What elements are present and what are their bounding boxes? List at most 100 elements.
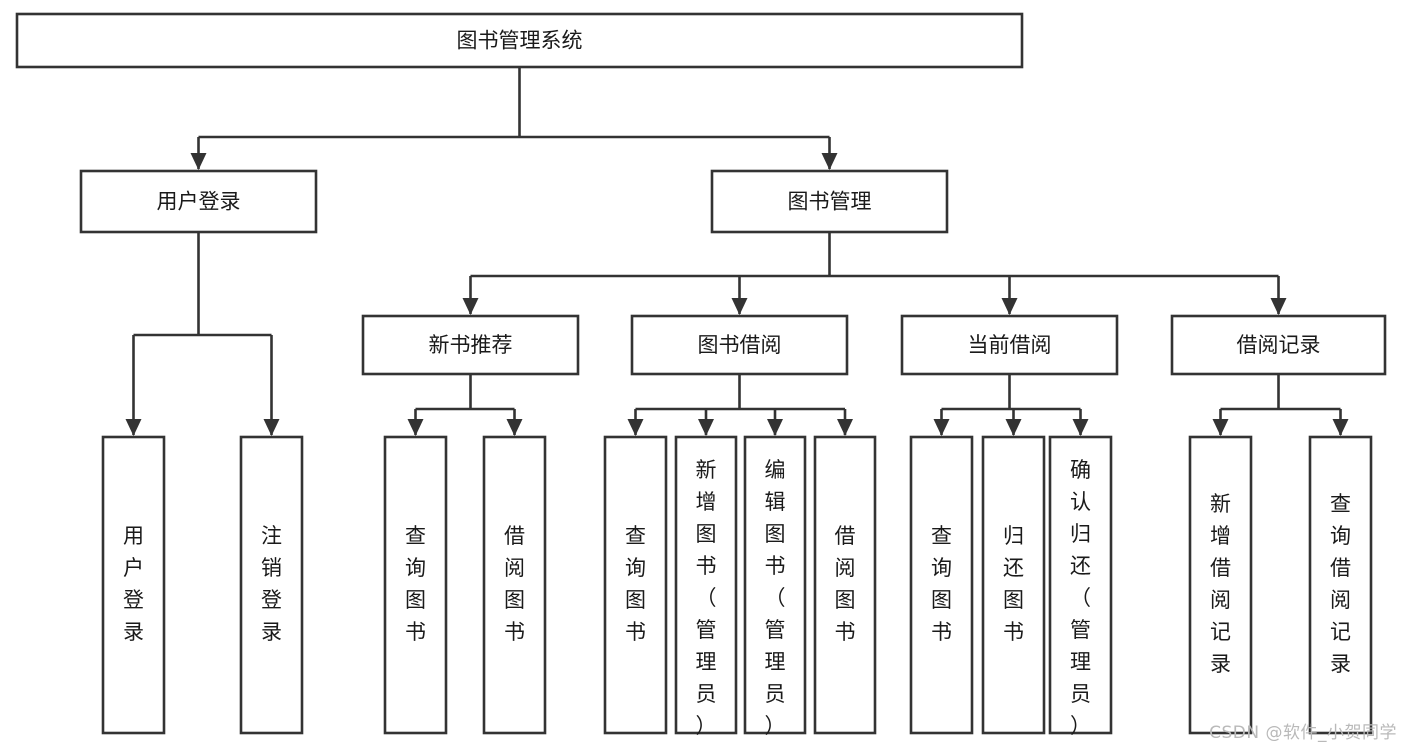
node-label-char: 录 bbox=[261, 620, 282, 644]
node-label-char: 归 bbox=[1003, 524, 1024, 548]
node-图书管理[interactable]: 图书管理 bbox=[710, 169, 949, 234]
node-图书借阅[interactable]: 图书借阅 bbox=[630, 314, 849, 376]
node-box[interactable] bbox=[710, 169, 949, 234]
node-用户登录[interactable]: 用户登录 bbox=[79, 169, 318, 234]
node-label-char: 图 bbox=[835, 588, 856, 612]
node-label-char: 查 bbox=[1330, 492, 1351, 516]
node-box[interactable] bbox=[674, 435, 738, 735]
arrow-head-icon bbox=[1072, 419, 1089, 436]
node-label-char: 记 bbox=[1330, 620, 1351, 644]
node-label-char: 书 bbox=[931, 620, 952, 644]
node-label-char: 还 bbox=[1070, 554, 1091, 578]
node-box[interactable] bbox=[909, 435, 974, 735]
node-label-char: 询 bbox=[405, 556, 426, 580]
node-label-char: 管 bbox=[765, 618, 786, 642]
node-label-char: 员 bbox=[765, 682, 786, 706]
node-label-char: 图 bbox=[504, 588, 525, 612]
node-label-char: （ bbox=[1070, 586, 1091, 610]
node-box[interactable] bbox=[1188, 435, 1253, 735]
node-借阅记录[interactable]: 借阅记录 bbox=[1170, 314, 1387, 376]
node-box[interactable] bbox=[1170, 314, 1387, 376]
node-图书管理系统[interactable]: 图书管理系统 bbox=[15, 12, 1024, 69]
node-box[interactable] bbox=[79, 169, 318, 234]
node-label-char: 书 bbox=[405, 620, 426, 644]
node-box[interactable] bbox=[239, 435, 304, 735]
node-label-char: 查 bbox=[625, 524, 646, 548]
arrow-head-icon bbox=[1270, 298, 1287, 315]
node-box[interactable] bbox=[813, 435, 877, 735]
node-label-char: 借 bbox=[1210, 556, 1231, 580]
node-label-char: ） bbox=[1070, 714, 1091, 738]
node-label-char: 阅 bbox=[504, 556, 525, 580]
node-label-char: 归 bbox=[1070, 522, 1091, 546]
node-label-char: 辑 bbox=[765, 490, 786, 514]
node-当前借阅[interactable]: 当前借阅 bbox=[900, 314, 1119, 376]
arrow-head-icon bbox=[462, 298, 479, 315]
arrow-head-icon bbox=[1001, 298, 1018, 315]
node-label-char: 理 bbox=[765, 650, 786, 674]
node-label-char: 户 bbox=[123, 556, 144, 580]
node-label-char: 书 bbox=[1003, 620, 1024, 644]
arrow-head-icon bbox=[1332, 419, 1349, 436]
node-用户登录[interactable]: 用户登录 bbox=[101, 435, 166, 735]
node-box[interactable] bbox=[361, 314, 580, 376]
node-label-char: 用 bbox=[123, 524, 144, 548]
node-label-char: 录 bbox=[1210, 652, 1231, 676]
node-label-char: （ bbox=[696, 586, 717, 610]
node-box[interactable] bbox=[900, 314, 1119, 376]
node-label: 图书借阅 bbox=[698, 333, 782, 357]
node-box[interactable] bbox=[101, 435, 166, 735]
node-label: 当前借阅 bbox=[968, 333, 1052, 357]
node-box[interactable] bbox=[15, 12, 1024, 69]
node-box[interactable] bbox=[1308, 435, 1373, 735]
node-label-char: 认 bbox=[1070, 490, 1091, 514]
node-label-char: 书 bbox=[696, 554, 717, 578]
node-label-char: 图 bbox=[625, 588, 646, 612]
node-label-char: 编 bbox=[765, 458, 786, 482]
node-label-char: 确 bbox=[1070, 458, 1091, 482]
node-label-char: 录 bbox=[123, 620, 144, 644]
node-label-char: 录 bbox=[1330, 652, 1351, 676]
node-box[interactable] bbox=[383, 435, 448, 735]
arrow-head-icon bbox=[837, 419, 853, 436]
node-label-char: 书 bbox=[625, 620, 646, 644]
node-label-char: 管 bbox=[1070, 618, 1091, 642]
arrow-head-icon bbox=[263, 419, 280, 436]
node-label-char: 书 bbox=[835, 620, 856, 644]
node-box[interactable] bbox=[603, 435, 668, 735]
node-label-char: 登 bbox=[261, 588, 282, 612]
arrow-head-icon bbox=[627, 419, 644, 436]
connector-layer bbox=[125, 67, 1349, 436]
node-label-char: 图 bbox=[765, 522, 786, 546]
node-新书推荐[interactable]: 新书推荐 bbox=[361, 314, 580, 376]
node-label: 图书管理 bbox=[788, 190, 872, 214]
node-box[interactable] bbox=[630, 314, 849, 376]
node-box[interactable] bbox=[1048, 435, 1113, 735]
node-label-char: 新 bbox=[696, 458, 717, 482]
node-label-char: 借 bbox=[1330, 556, 1351, 580]
node-label-char: 增 bbox=[1210, 524, 1231, 548]
node-label-char: 借 bbox=[504, 524, 525, 548]
node-label-char: ） bbox=[765, 714, 786, 738]
node-box[interactable] bbox=[482, 435, 547, 735]
node-label-char: 书 bbox=[765, 554, 786, 578]
arrow-head-icon bbox=[767, 419, 783, 436]
node-box[interactable] bbox=[981, 435, 1046, 735]
node-box[interactable] bbox=[743, 435, 807, 735]
arrow-head-icon bbox=[821, 153, 838, 170]
node-label: 新书推荐 bbox=[429, 333, 513, 357]
